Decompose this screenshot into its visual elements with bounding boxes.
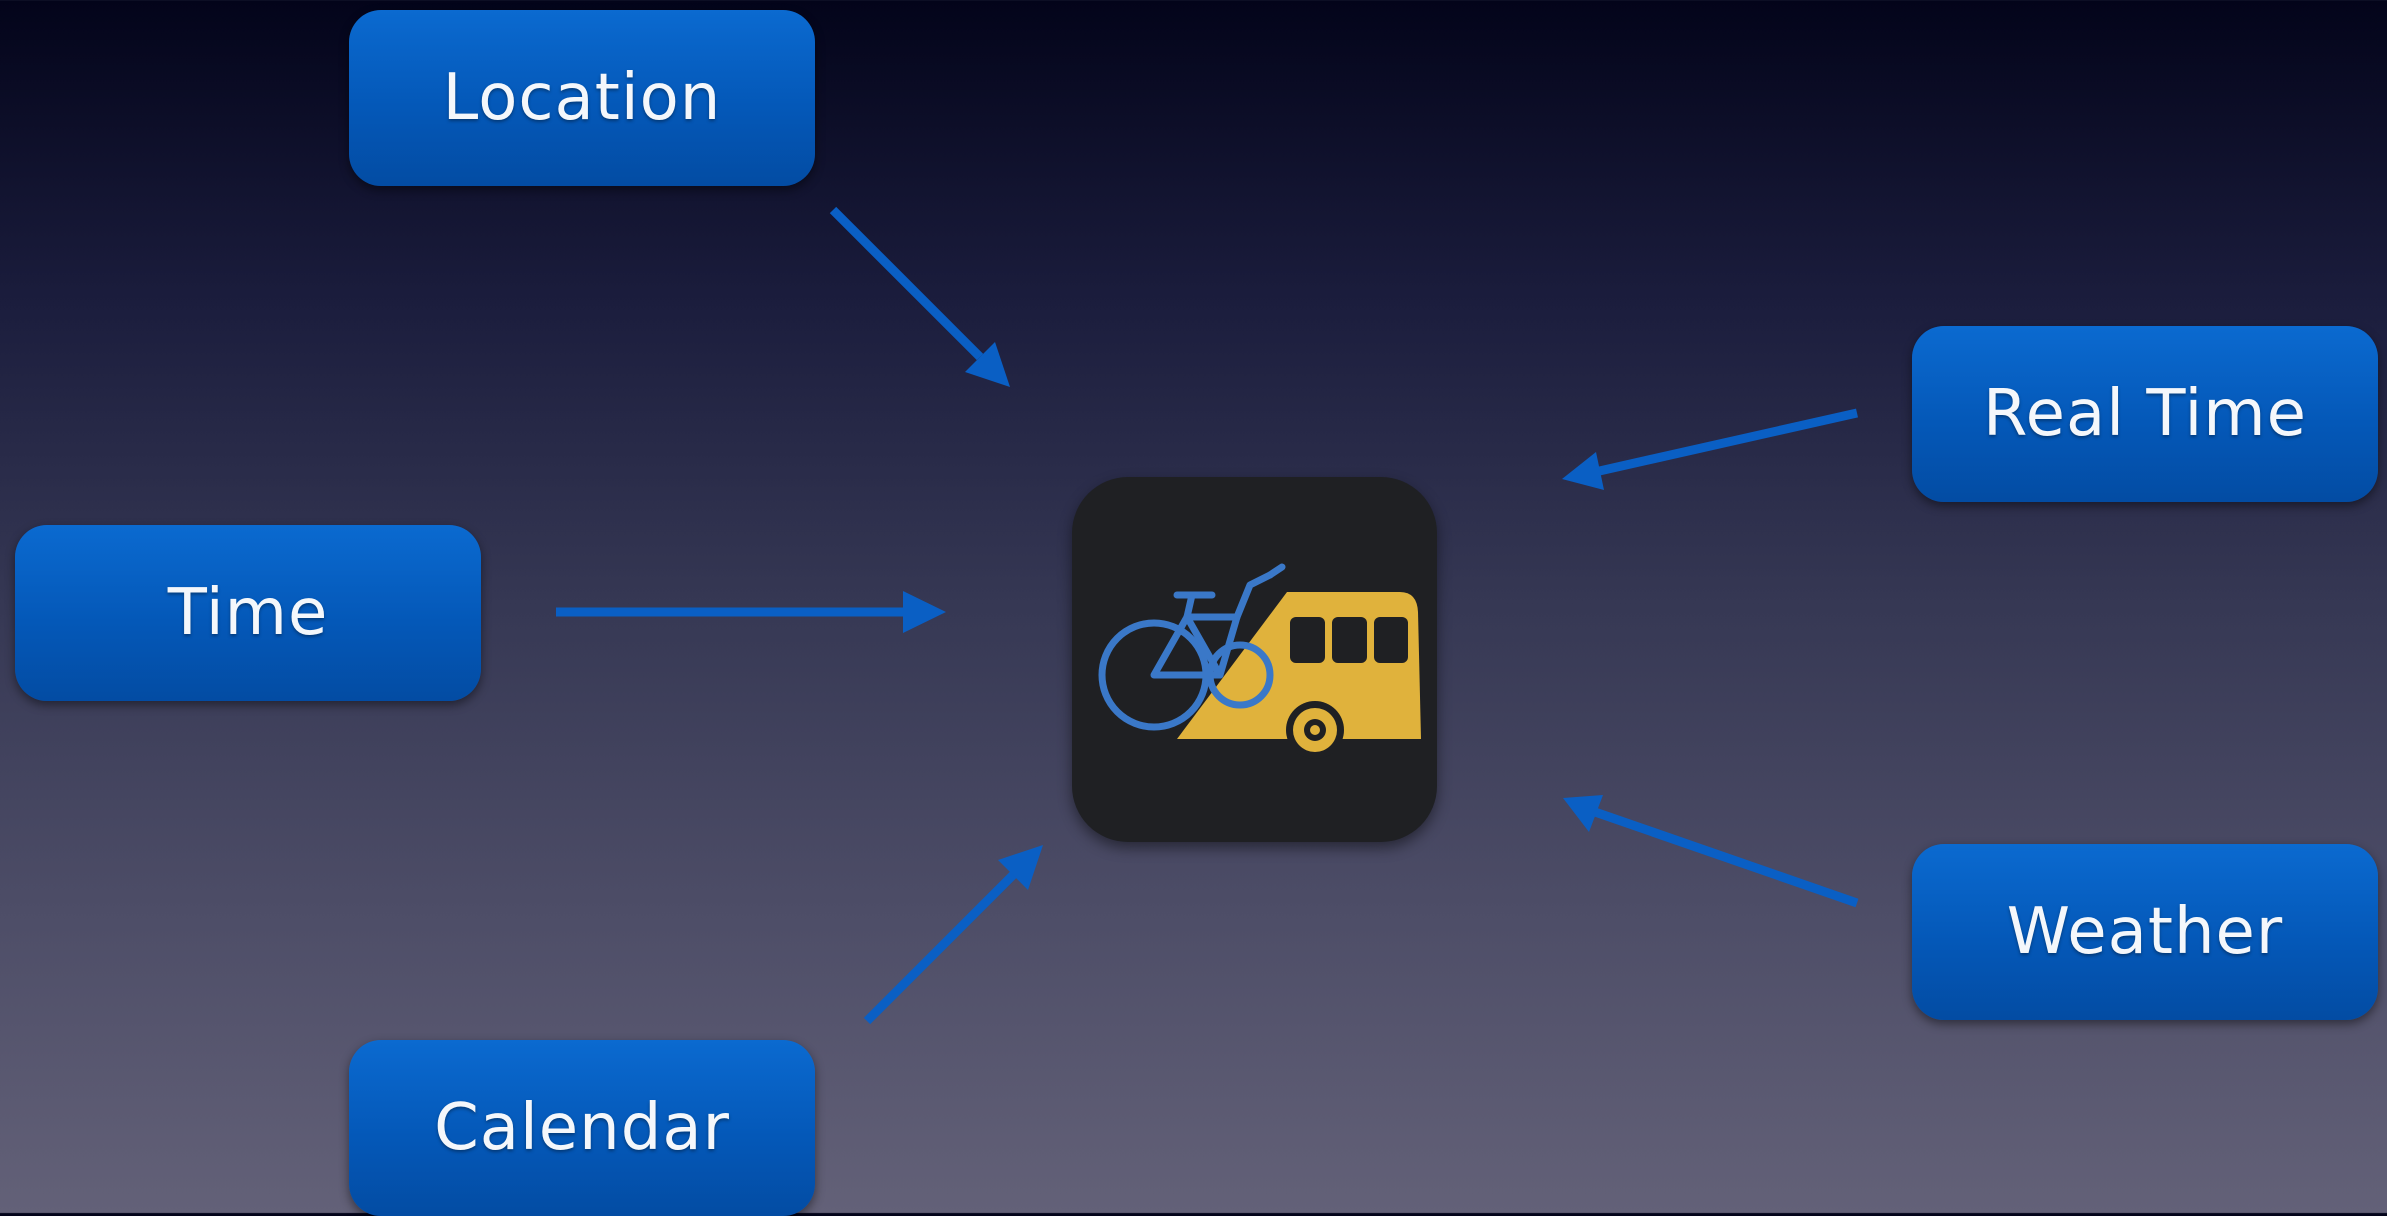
real-time-node: Real Time [1912, 326, 2378, 502]
weather-label: Weather [2006, 895, 2284, 969]
arrow-location-to-app [829, 206, 1010, 387]
arrow-realtime-to-app [1562, 408, 1858, 490]
arrow-calendar-to-app [863, 845, 1043, 1025]
calendar-label: Calendar [434, 1091, 730, 1165]
real-time-label: Real Time [1983, 377, 2307, 451]
calendar-node: Calendar [349, 1040, 815, 1216]
bike-icon [1098, 563, 1286, 731]
arrow-weather-to-app [1563, 795, 1859, 908]
weather-node: Weather [1912, 844, 2378, 1020]
location-node: Location [349, 10, 815, 186]
location-label: Location [442, 61, 722, 135]
time-label: Time [167, 576, 329, 650]
bike-and-bus-app-icon [1072, 477, 1437, 842]
bike-bus-icon [1098, 563, 1421, 759]
arrow-time-to-app [556, 591, 946, 633]
time-node: Time [15, 525, 481, 701]
